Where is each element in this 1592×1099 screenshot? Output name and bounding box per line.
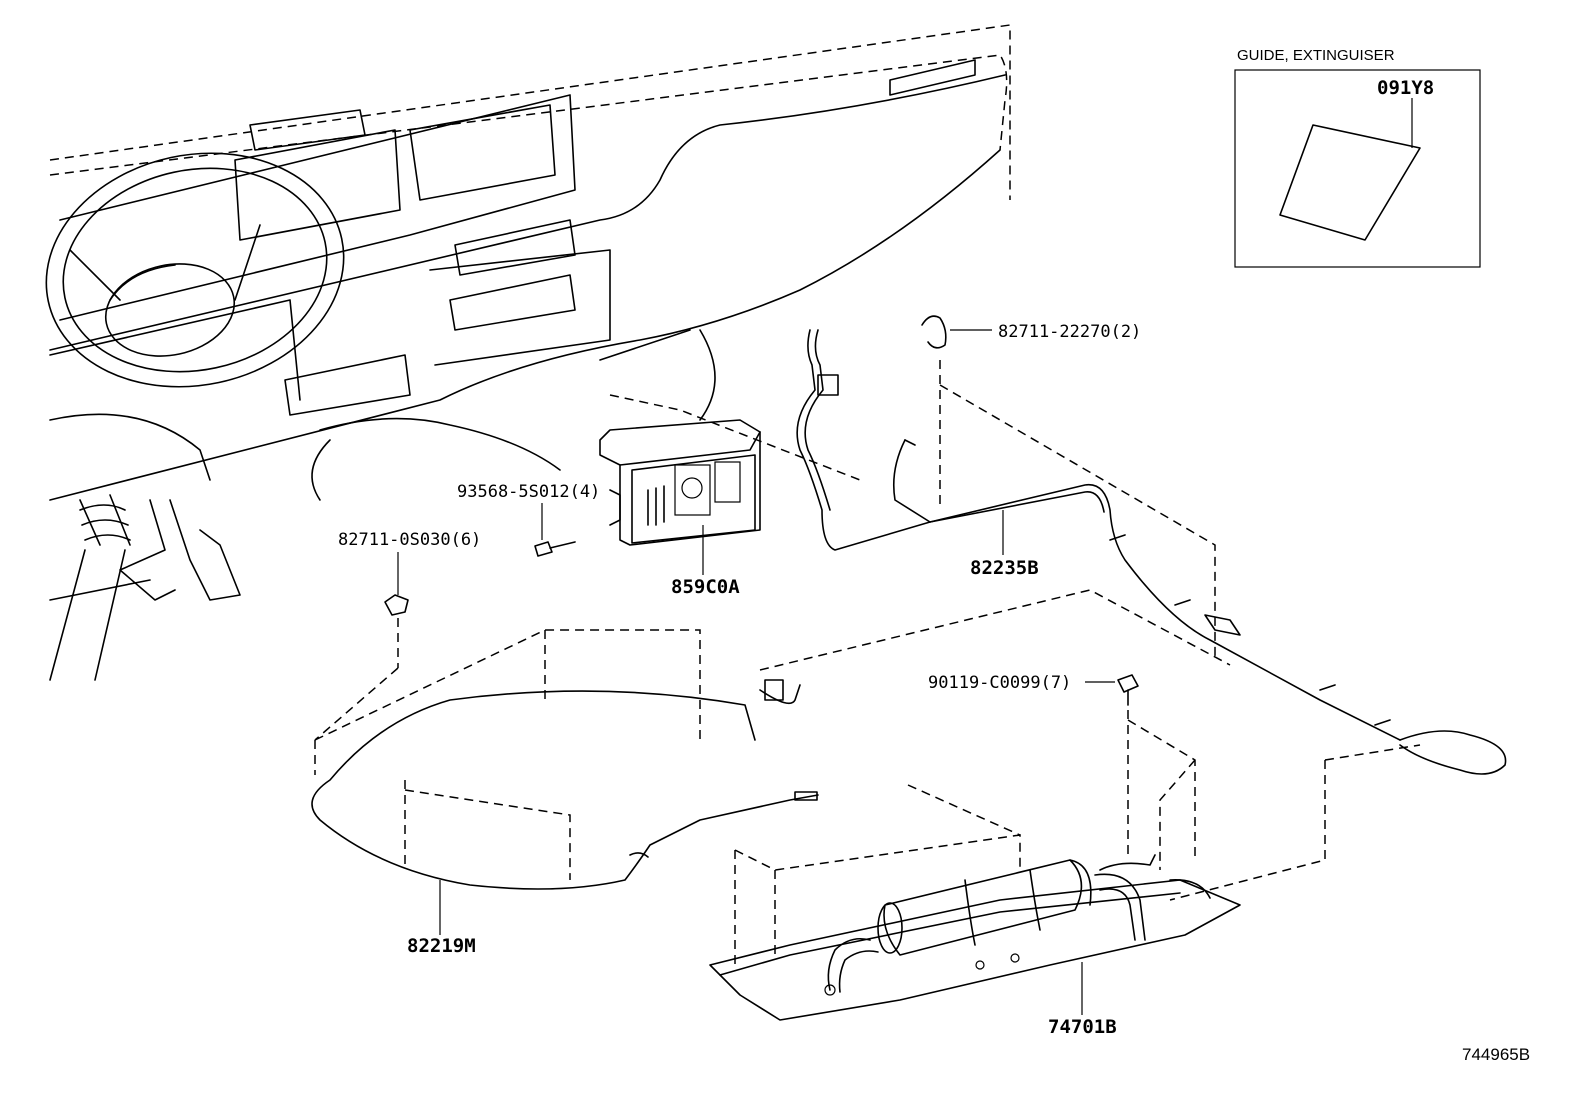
label-90119-c0099: 90119-C0099(7) (928, 673, 1071, 693)
label-82235b: 82235B (970, 557, 1039, 579)
harness-82235b (609, 329, 1507, 901)
clip-82711-22270 (921, 315, 992, 505)
drawing-number: 744965B (1462, 1045, 1530, 1064)
label-93568-5s012: 93568-5S012(4) (457, 482, 600, 502)
switch-assembly-859c0a (599, 419, 761, 575)
label-091y8: 091Y8 (1377, 77, 1434, 99)
label-859c0a: 859C0A (671, 576, 740, 598)
cable-82219m (311, 589, 1231, 935)
dashboard-outline (45, 24, 1011, 681)
clip-82711-0s030 (384, 552, 409, 668)
label-74701b: 74701B (1048, 1016, 1117, 1038)
label-82219m: 82219M (407, 935, 476, 957)
guide-extinguiser-inset (1234, 69, 1481, 268)
label-82711-22270: 82711-22270(2) (998, 322, 1141, 342)
bolt-90119-c0099 (1085, 674, 1139, 860)
extinguisher-74701b (709, 719, 1241, 1021)
screw-93568-5s012 (534, 503, 576, 557)
inset-title: GUIDE, EXTINGUISER (1237, 47, 1395, 64)
label-82711-0s030: 82711-0S030(6) (338, 530, 481, 550)
